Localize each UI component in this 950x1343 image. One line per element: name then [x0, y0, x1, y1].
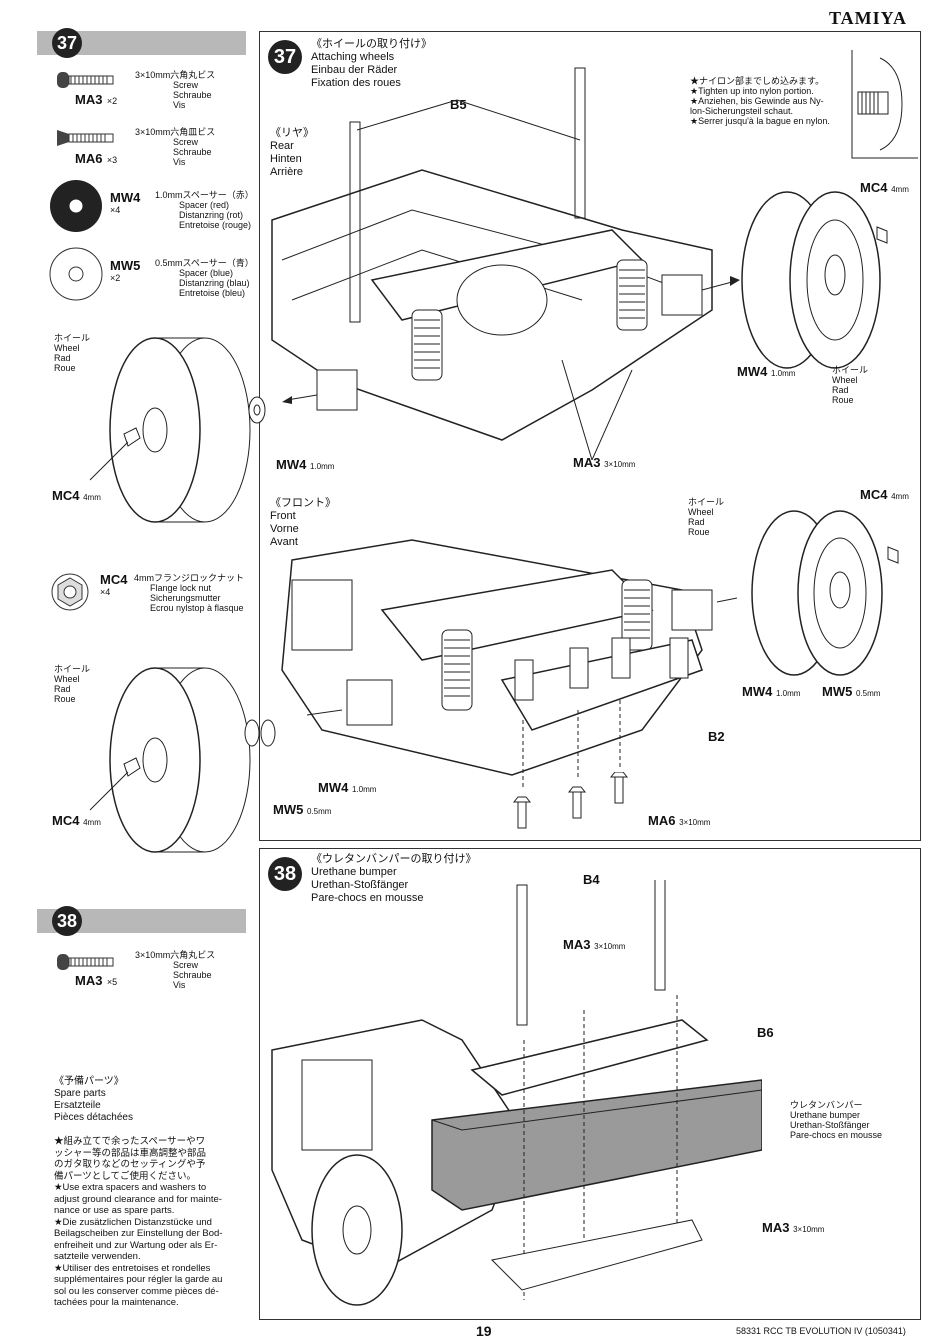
b4-label: B4	[583, 872, 600, 887]
ma3-label-rear: MA3 3×10mm	[573, 455, 636, 470]
bumper-assembly-drawing	[262, 849, 763, 1320]
bumper-label: ウレタンバンパー Urethane bumper Urethan-Stoßfän…	[790, 1100, 883, 1140]
rear-right-wheel-drawing	[735, 185, 905, 380]
mw5-spacer-icon	[48, 246, 104, 307]
ma3-label-38-top: MA3 3×10mm	[563, 937, 626, 952]
b2-label: B2	[708, 729, 725, 744]
front-left-spacers	[242, 717, 282, 754]
b6-label: B6	[757, 1025, 774, 1040]
mw4-desc: 1.0mmスペーサー（赤） Spacer (red) Distanzring (…	[155, 190, 254, 230]
rear-left-wheel-drawing	[80, 330, 270, 535]
mc4-label-rear-right: MC4 4mm	[860, 180, 909, 195]
front-chassis-drawing	[262, 530, 742, 805]
ma3-screw-icon	[55, 70, 115, 95]
nylon-tip-drawing	[850, 48, 918, 165]
step38-number: 38	[268, 857, 302, 891]
step37-number-left: 37	[52, 28, 82, 58]
mw4-label-front-right: MW4 1.0mm	[742, 684, 801, 699]
ma3-screw-icon-38	[55, 952, 115, 977]
step37-frame	[259, 31, 921, 841]
rear-left-spacer	[245, 395, 270, 430]
mw5-desc: 0.5mmスペーサー（青） Spacer (blue) Distanzring …	[155, 258, 254, 298]
mw5-part-label: MW5×2	[110, 258, 141, 283]
step37-title: 《ホイールの取り付け》 Attaching wheels Einbau der …	[311, 38, 432, 89]
mc4-label-front-left: MC4 4mm	[52, 813, 101, 828]
rear-chassis-drawing	[262, 60, 742, 465]
front-right-wheel-drawing	[742, 505, 912, 685]
step37-number: 37	[268, 40, 302, 74]
mw5-label-front-right: MW5 0.5mm	[822, 684, 881, 699]
ma3-part-label-38: MA3 ×5	[75, 973, 118, 988]
spare-parts-heading: 《予備パーツ》 Spare parts Ersatzteile Pièces d…	[54, 1076, 133, 1123]
ma3-label-38-bottom: MA3 3×10mm	[762, 1220, 825, 1235]
mc4-part-label: MC4×4	[100, 572, 128, 597]
mc4-label-rear-left: MC4 4mm	[52, 488, 101, 503]
mw4-label-front-left: MW4 1.0mm	[318, 780, 377, 795]
ma6-label-front: MA6 3×10mm	[648, 813, 711, 828]
page-number: 19	[476, 1323, 492, 1339]
footer-code: 58331 RCC TB EVOLUTION IV (1050341)	[736, 1326, 906, 1336]
step38-number-left: 38	[52, 906, 82, 936]
ma6-screws-drawing	[512, 771, 632, 837]
mc4-label-front-right: MC4 4mm	[860, 487, 909, 502]
mc4-desc: 4mmフランジロックナット Flange lock nut Sicherungs…	[134, 573, 245, 613]
mw4-spacer-icon	[48, 178, 104, 239]
mw4-label-rear-left: MW4 1.0mm	[276, 457, 335, 472]
mc4-nut-icon	[50, 572, 90, 617]
ma3-desc-38: 3×10mm六角丸ビス Screw Schraube Vis	[135, 950, 216, 990]
ma6-desc: 3×10mm六角皿ビス Screw Schraube Vis	[135, 127, 216, 167]
nylon-tip: ★ナイロン部までしめ込みます。 ★Tighten up into nylon p…	[690, 76, 830, 126]
mw4-part-label: MW4×4	[110, 190, 141, 215]
brand-logo: TAMIYA	[829, 8, 908, 28]
step38-frame	[259, 848, 921, 1320]
ma6-screw-icon	[55, 128, 115, 153]
mw4-label-rear-right: MW4 1.0mm	[737, 364, 796, 379]
spare-parts-notes: ★組み立てで余ったスペーサーやワ ッシャー等の部品は車高調整や部品 のガタ取りな…	[54, 1136, 223, 1308]
ma3-part-label: MA3 ×2	[75, 92, 118, 107]
ma3-desc: 3×10mm六角丸ビス Screw Schraube Vis	[135, 70, 216, 110]
front-left-wheel-drawing	[80, 660, 270, 865]
step38-title: 《ウレタンバンパーの取り付け》 Urethane bumper Urethan-…	[311, 853, 477, 904]
ma6-part-label: MA6 ×3	[75, 151, 118, 166]
mw5-label-front-left: MW5 0.5mm	[273, 802, 332, 817]
